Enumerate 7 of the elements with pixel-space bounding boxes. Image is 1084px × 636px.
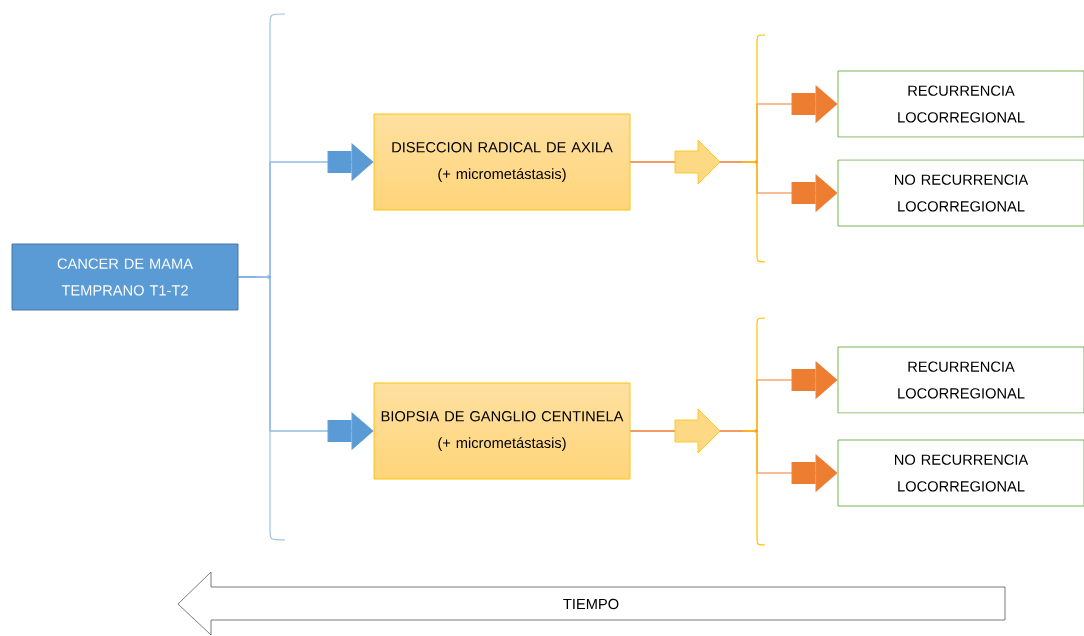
outcome-box: NO RECURRENCIA LOCORREGIONAL [837,439,1084,507]
treatment-box: DISECCION RADICAL DE AXILA (+ micrometástasis) [373,113,631,211]
outcome-box: NO RECURRENCIA LOCORREGIONAL [837,159,1084,227]
condition-box: CANCER DE MAMA TEMPRANO T1-T2 [11,243,239,311]
outcome-box: RECURRENCIA LOCORREGIONAL [837,346,1084,414]
outcome-box: RECURRENCIA LOCORREGIONAL [837,70,1084,138]
treatment-box: BIOPSIA DE GANGLIO CENTINELA (+ micrometástasis) [373,382,631,480]
